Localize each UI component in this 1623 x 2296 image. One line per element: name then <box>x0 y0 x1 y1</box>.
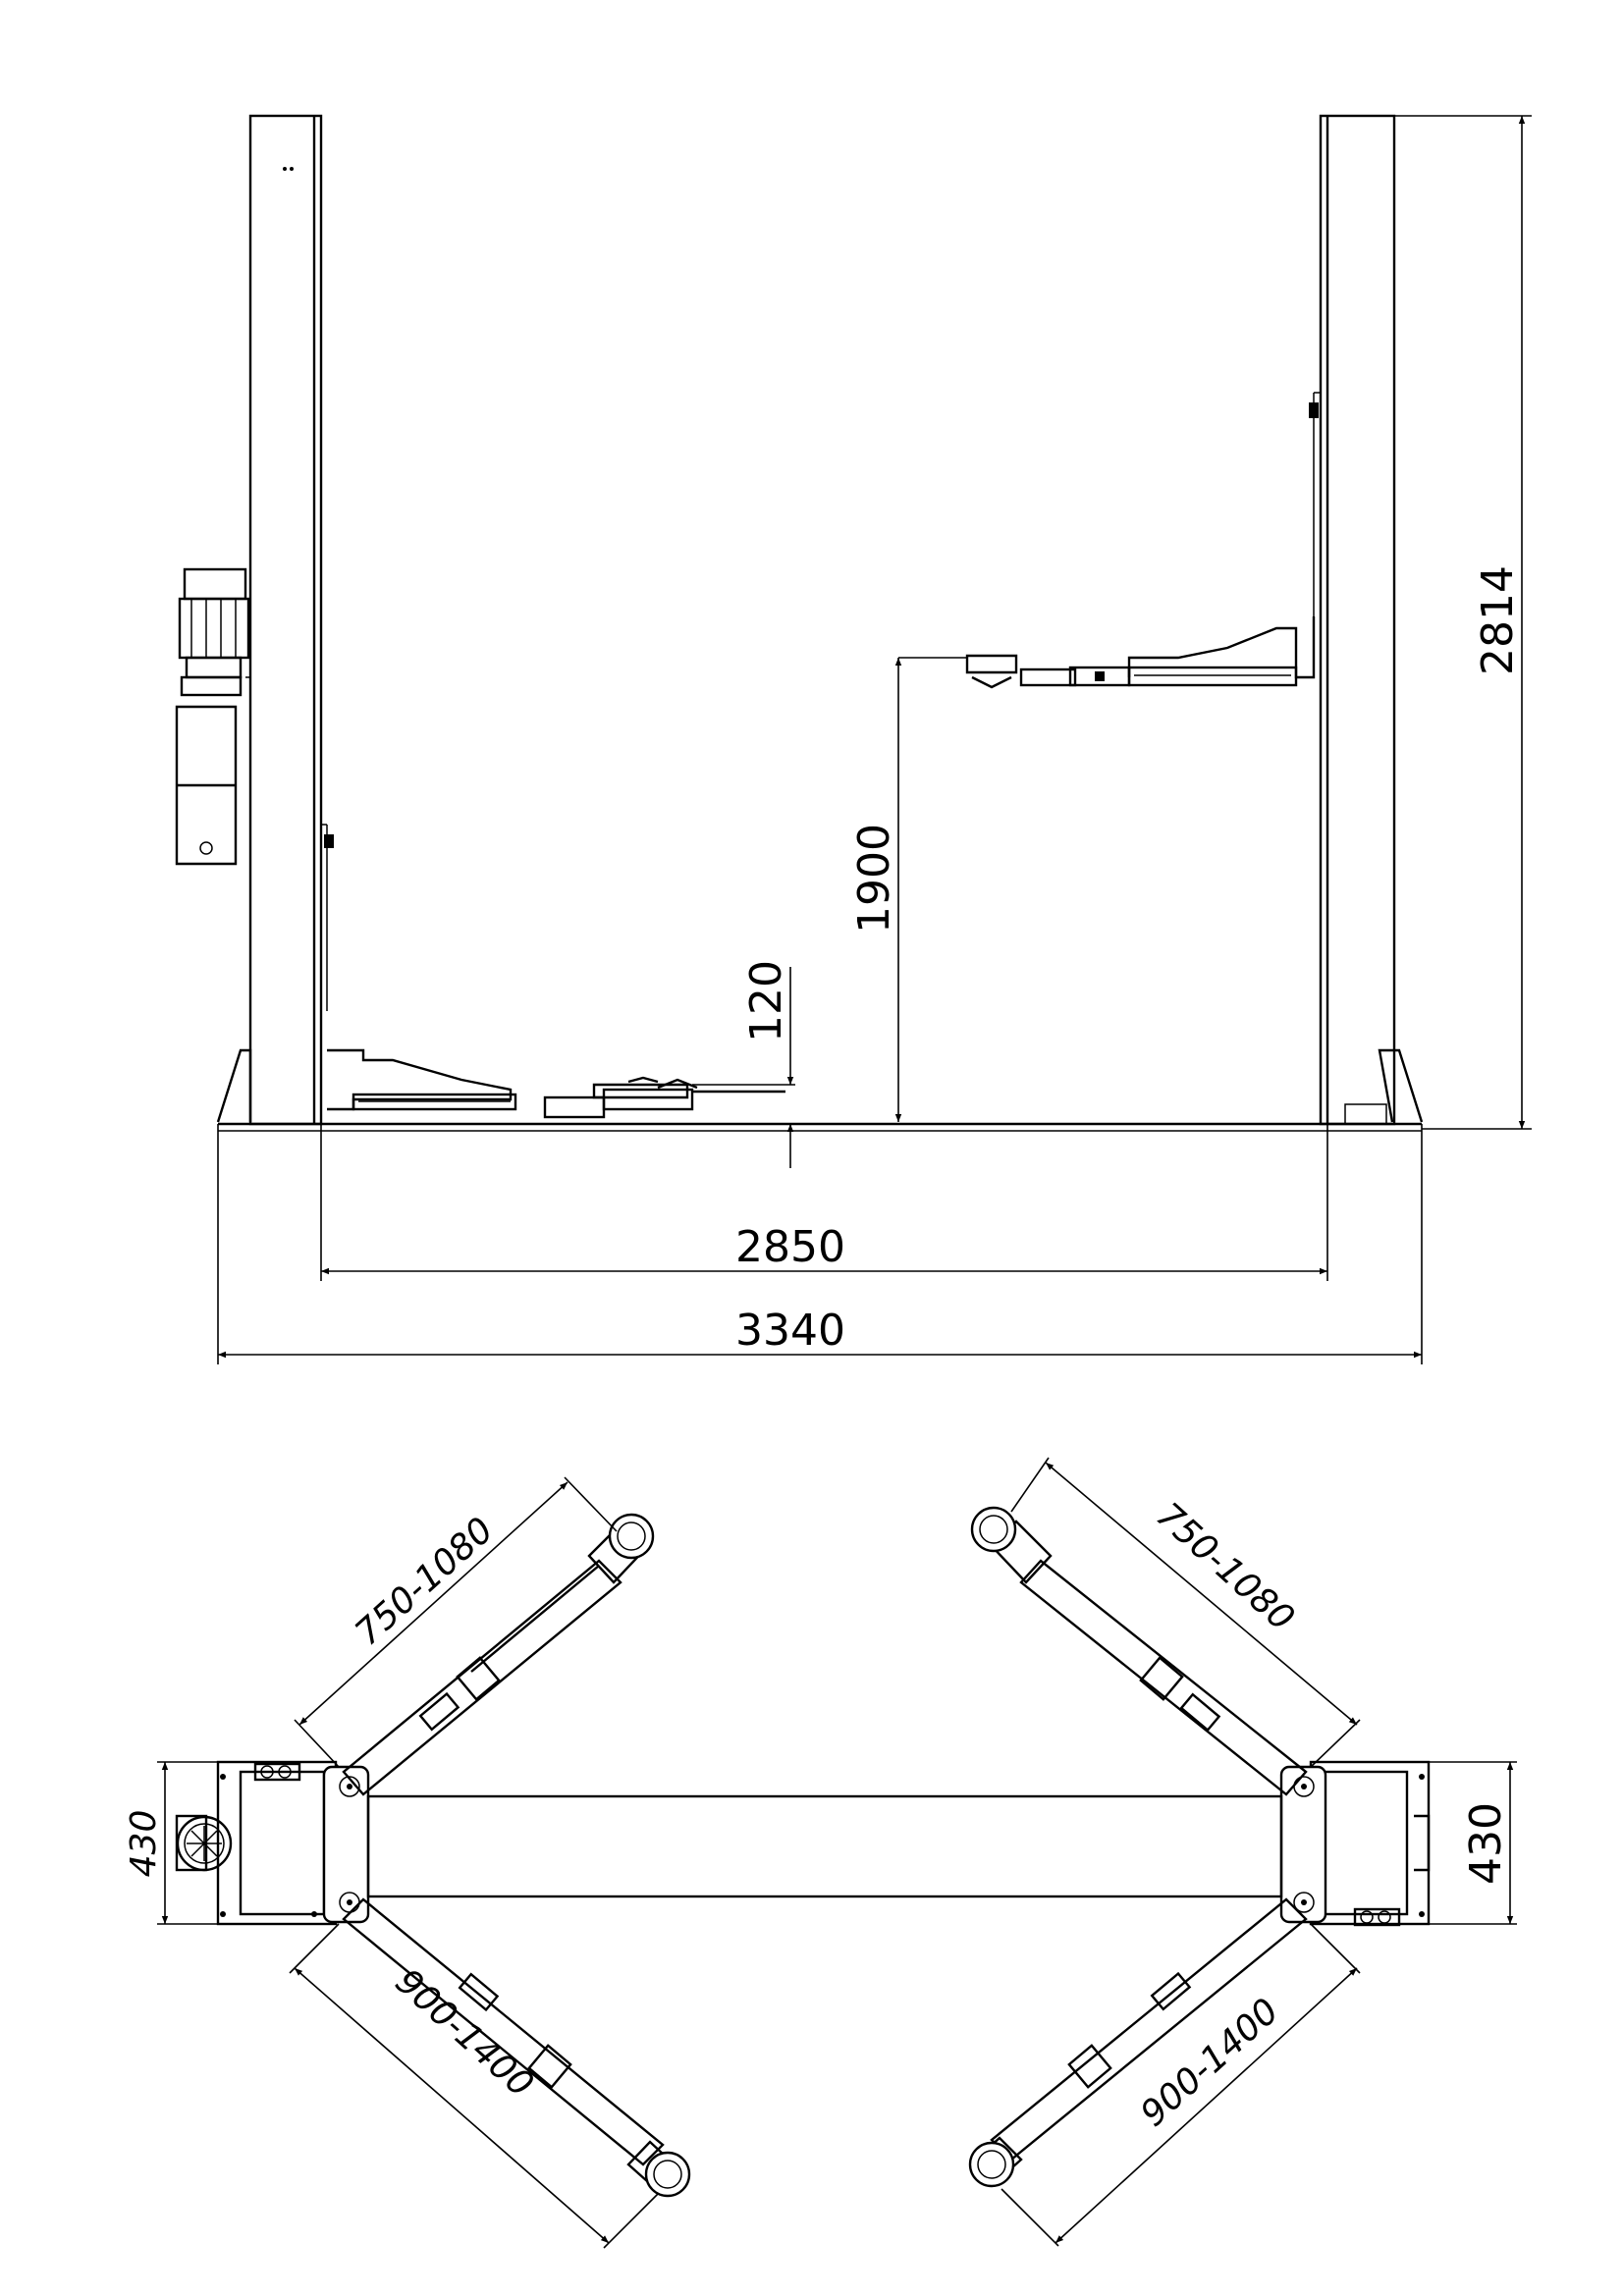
dim-right-column-depth: 430 <box>1429 1761 1517 1925</box>
dim-min-pad-height: 120 <box>692 960 795 1168</box>
right-front-arm <box>970 1506 1308 1796</box>
dim-left-rear-arm: 900-1400 <box>289 1923 659 2249</box>
dim-3340-label: 3340 <box>735 1306 845 1356</box>
dim-right-front-arm: 750-1080 <box>1010 1457 1361 1768</box>
dim-430-right-label: 430 <box>1461 1802 1511 1885</box>
right-carriage <box>1279 1765 1327 1924</box>
dim-430-left-label: 430 <box>124 1810 164 1878</box>
floor-plate <box>366 1794 1283 1898</box>
right-column <box>1309 114 1396 1126</box>
left-column-base <box>175 1760 338 1926</box>
dim-120-label: 120 <box>741 960 791 1042</box>
dim-left-front-arm: 750-1080 <box>294 1476 618 1768</box>
side-view: 1900 120 2814 2850 3340 <box>175 114 1532 1364</box>
dim-max-lift-height: 1900 <box>849 657 967 1122</box>
left-rear-arm <box>342 1897 691 2198</box>
dim-right-rear-arm: 900-1400 <box>1001 1923 1361 2247</box>
right-column-base <box>1309 1760 1431 1927</box>
dim-inner-width: 2850 <box>320 1124 1328 1281</box>
power-unit <box>175 567 250 866</box>
raised-lift-arm <box>965 616 1316 689</box>
left-front-arm <box>342 1513 655 1796</box>
dim-2814-label: 2814 <box>1473 565 1523 675</box>
dim-total-height: 2814 <box>1394 115 1532 1130</box>
dim-900-1400-right-label: 900-1400 <box>1133 1991 1286 2134</box>
top-view: 750-1080 750-1080 900-1400 900-1400 <box>124 1457 1517 2249</box>
dim-750-1080-left-label: 750-1080 <box>348 1510 501 1653</box>
dim-left-column-depth: 430 <box>124 1761 218 1925</box>
left-carriage <box>322 1765 370 1924</box>
dim-overall-width: 3340 <box>217 1124 1423 1364</box>
dim-2850-label: 2850 <box>735 1222 845 1272</box>
lowered-lift-arm <box>327 1048 785 1119</box>
left-column <box>248 114 334 1126</box>
dim-750-1080-right-label: 750-1080 <box>1149 1495 1302 1638</box>
dim-1900-label: 1900 <box>849 824 899 934</box>
